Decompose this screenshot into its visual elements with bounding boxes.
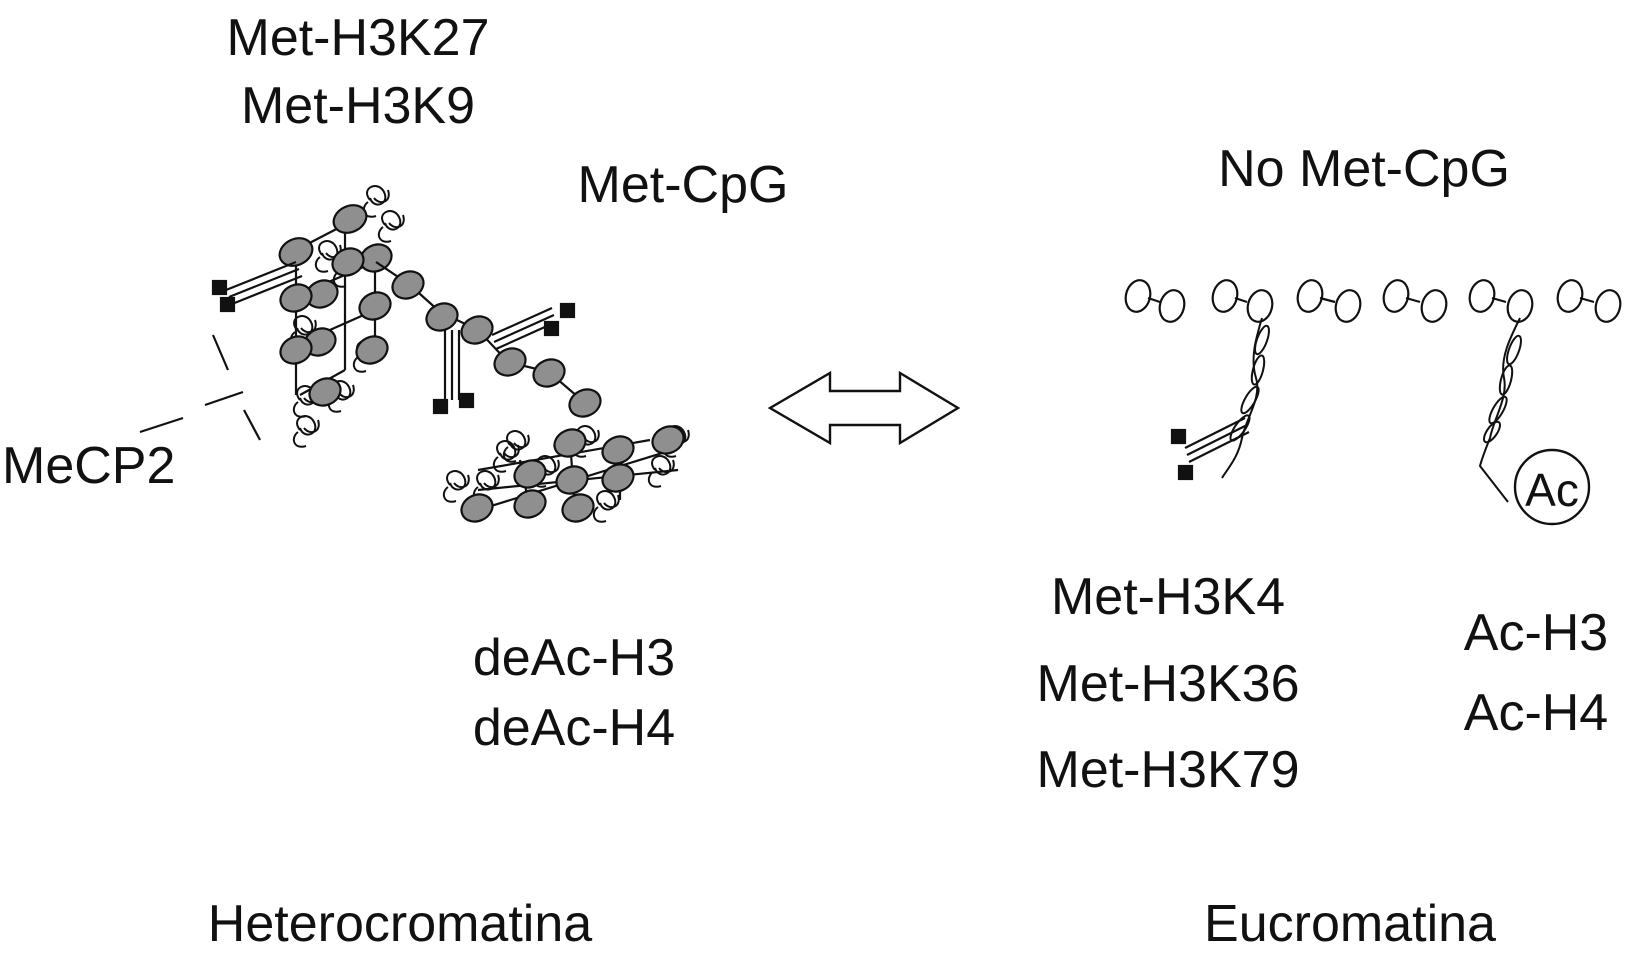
label-deac-h3: deAc-H3 [472,629,676,687]
euchromatin-methyl-tail [1221,317,1270,479]
mecp2-binding-left [211,260,303,313]
title-euchromatin: Eucromatina [1204,895,1496,953]
double-arrow [767,370,961,446]
label-met-h3k79: Met-H3K79 [1036,741,1300,799]
label-no-met-cpg: No Met-CpG [1218,140,1510,198]
heterochromatin-cluster-lower [442,424,690,523]
label-mecp2: MeCP2 [2,437,176,495]
euchromatin-acetyl-tail [1478,317,1522,503]
euchromatin-fiber [1124,279,1622,323]
label-met-h3k27: Met-H3K27 [226,9,490,67]
title-heterochromatin: Heterocromatina [207,895,593,953]
label-met-h3k4: Met-H3K4 [1050,568,1286,626]
acetyl-group-circle [1513,448,1591,526]
label-met-h3k36: Met-H3K36 [1036,655,1300,713]
label-ac-tag: Ac [1525,464,1579,516]
euchromatin-methyl-binder [1170,417,1250,481]
mecp2-pointer-lines [139,334,261,441]
heterochromatin-linker-chain [375,261,602,418]
label-deac-h4: deAc-H4 [472,699,676,757]
label-met-h3k9: Met-H3K9 [240,77,476,135]
mecp2-binding-middle [432,330,475,415]
heterochromatin-cluster-upper [278,184,405,448]
label-ac-h3: Ac-H3 [1463,604,1609,662]
label-met-cpg: Met-CpG [577,156,789,214]
mecp2-binding-right [491,302,576,351]
label-ac-h4: Ac-H4 [1463,684,1609,742]
